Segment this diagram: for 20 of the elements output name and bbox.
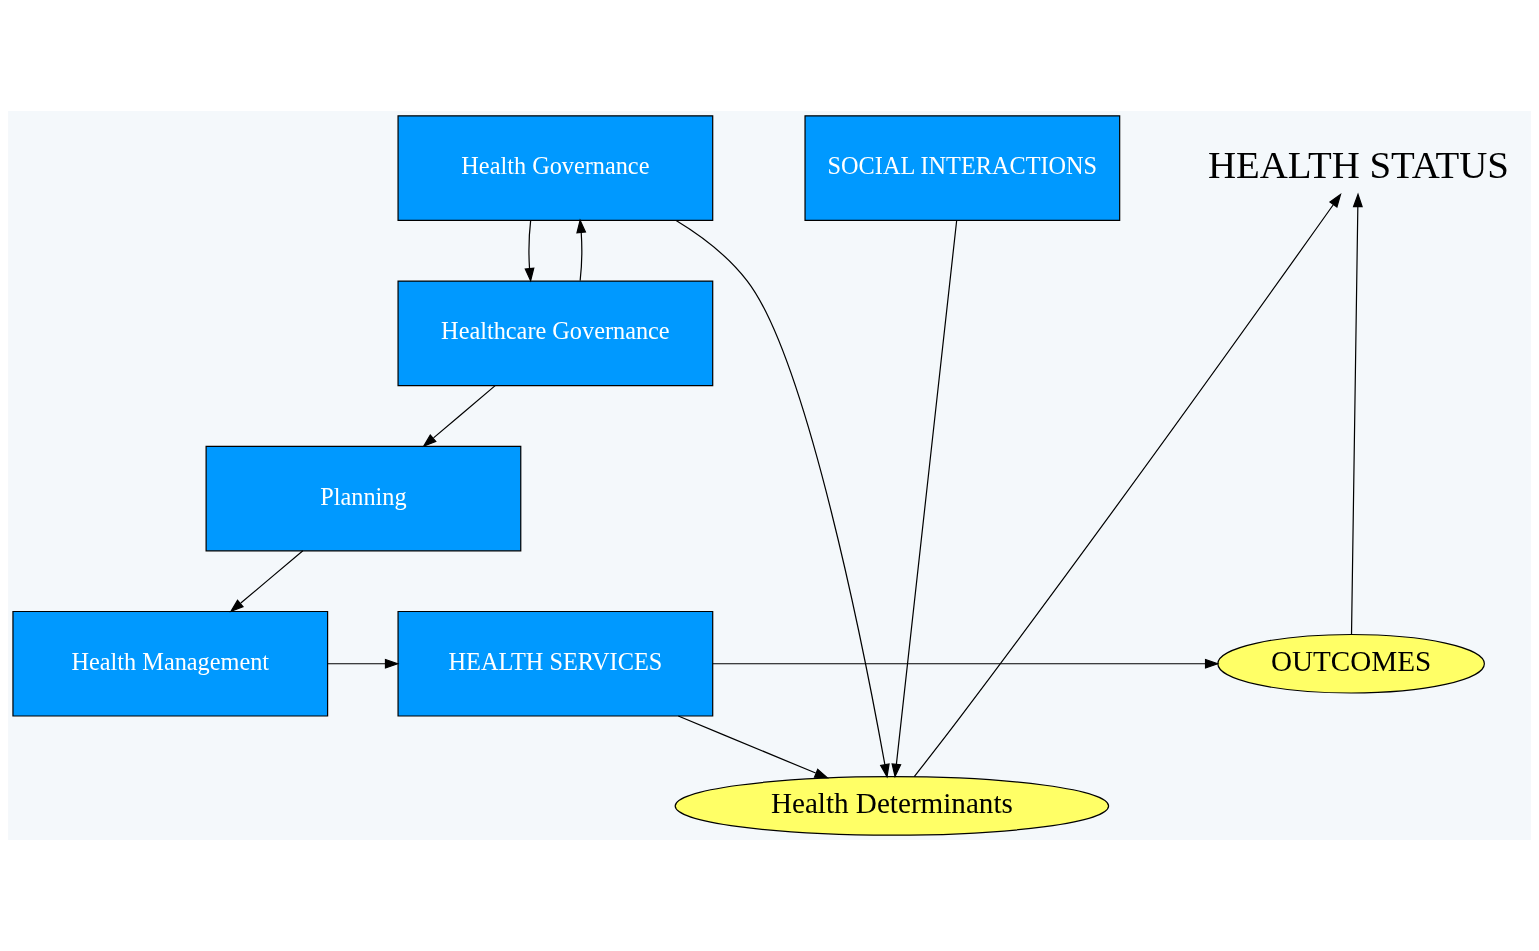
arrow xyxy=(576,218,587,282)
arrow xyxy=(229,550,304,613)
arrow xyxy=(1350,192,1363,636)
arrow xyxy=(913,193,1342,778)
node-box: SOCIAL INTERACTIONS xyxy=(804,115,1121,221)
arrow xyxy=(891,220,958,779)
arrow xyxy=(524,219,535,283)
node-text: HEALTH STATUS xyxy=(1207,142,1509,186)
arrow xyxy=(422,385,496,448)
arrow xyxy=(327,658,400,669)
arrow xyxy=(677,715,830,779)
node-ellipse: Health Determinants xyxy=(674,776,1110,836)
node-box: Planning xyxy=(205,445,522,552)
node-ellipse: OUTCOMES xyxy=(1217,633,1485,694)
arrow xyxy=(712,658,1220,669)
node-box: Health Governance xyxy=(397,115,714,221)
node-box: Healthcare Governance xyxy=(397,280,714,387)
node-box: Health Management xyxy=(12,610,329,717)
arrow xyxy=(675,219,890,779)
node-box: HEALTH SERVICES xyxy=(397,610,714,717)
